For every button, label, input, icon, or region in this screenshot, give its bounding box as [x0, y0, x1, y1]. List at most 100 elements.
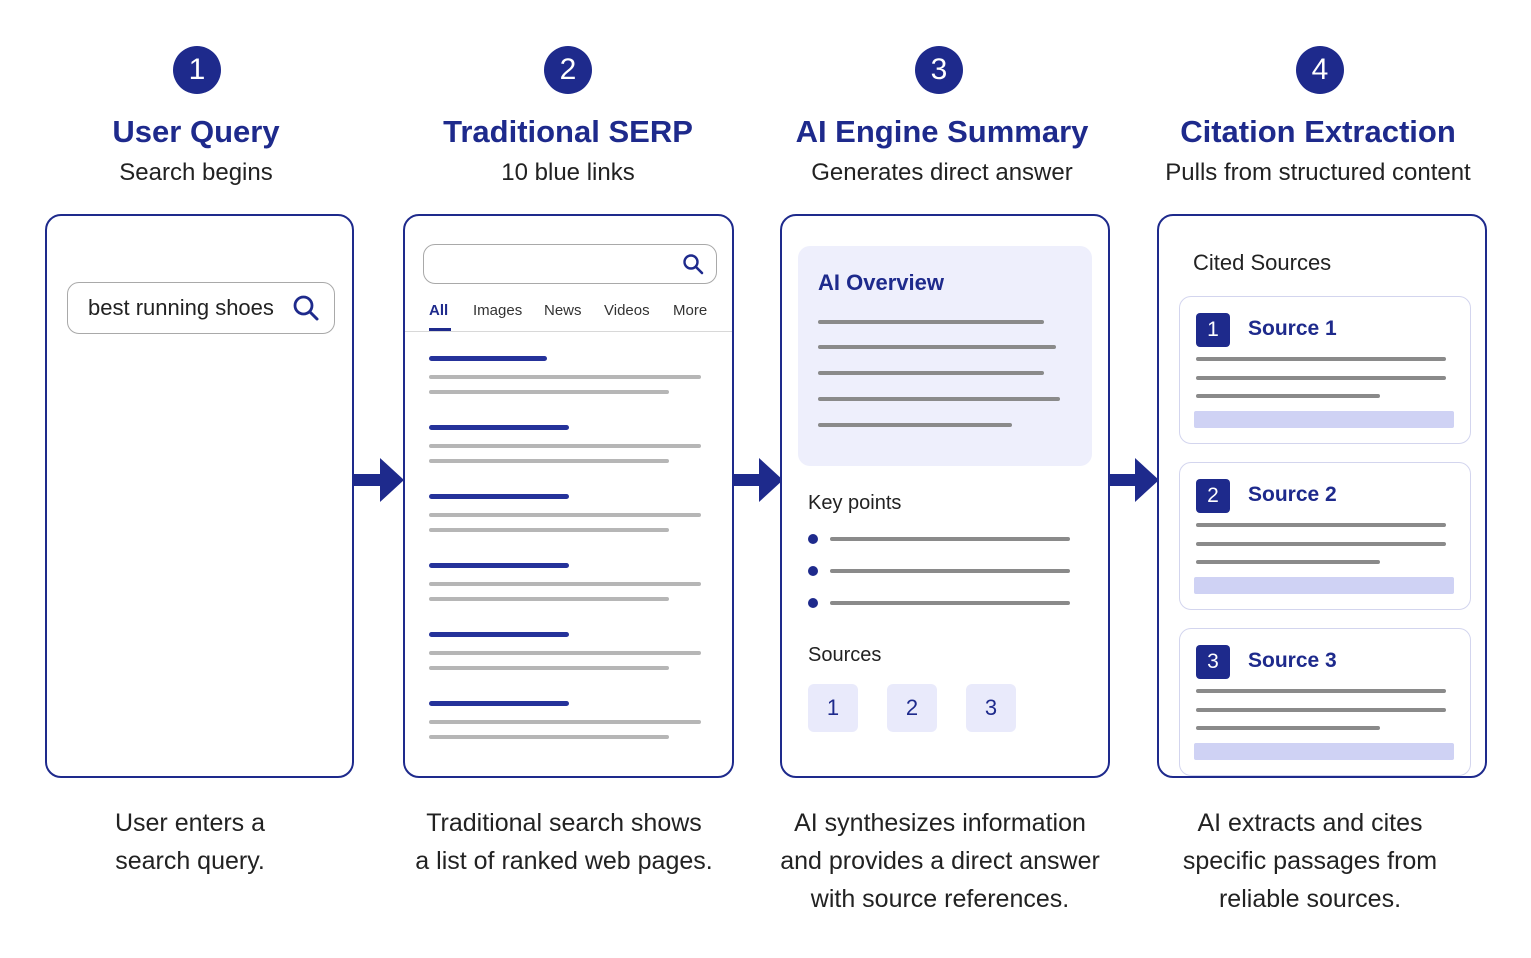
serp-panel: All Images News Videos More — [403, 214, 734, 778]
result-snippet-bar — [429, 459, 669, 463]
overview-text-line — [818, 320, 1044, 324]
cited-passage-highlight — [1194, 577, 1454, 594]
source-number-badge: 3 — [1196, 645, 1230, 679]
arrow-right-icon — [354, 458, 404, 502]
result-title-bar — [429, 425, 569, 430]
query-panel: best running shoes — [45, 214, 354, 778]
serp-tabs: All Images News Videos More — [405, 302, 732, 332]
step-description-1: User enters a search query. — [0, 804, 380, 880]
source-number-badge: 2 — [1196, 479, 1230, 513]
step-description-3: AI synthesizes information and provides … — [750, 804, 1130, 918]
source-text-line — [1196, 726, 1380, 730]
tab-more[interactable]: More — [673, 302, 708, 319]
key-point-line — [830, 537, 1070, 541]
step-subtitle-1: Search begins — [119, 159, 273, 186]
source-text-line — [1196, 560, 1380, 564]
source-chip-2[interactable]: 2 — [887, 684, 937, 732]
description-line: search query. — [115, 847, 265, 875]
description-line: AI synthesizes information — [794, 809, 1086, 837]
source-card-3[interactable]: 3 Source 3 — [1179, 628, 1471, 776]
result-snippet-bar — [429, 597, 669, 601]
source-name[interactable]: Source 2 — [1248, 483, 1337, 506]
step-title-1: User Query — [112, 114, 280, 149]
key-points-title: Key points — [808, 492, 902, 514]
step-title-3: AI Engine Summary — [795, 114, 1089, 149]
result-snippet-bar — [429, 528, 669, 532]
step-number-1: 1 — [173, 46, 221, 94]
source-name[interactable]: Source 3 — [1248, 649, 1337, 672]
step-title-2: Traditional SERP — [443, 114, 693, 149]
sources-title: Sources — [808, 644, 882, 666]
result-snippet-bar — [429, 651, 701, 655]
step-number-2: 2 — [544, 46, 592, 94]
search-icon[interactable] — [292, 294, 320, 322]
arrow-right-icon — [733, 458, 783, 502]
source-chip-3[interactable]: 3 — [966, 684, 1016, 732]
source-chip-1[interactable]: 1 — [808, 684, 858, 732]
description-line: a list of ranked web pages. — [415, 847, 713, 875]
ai-overview-box: AI Overview — [798, 246, 1092, 466]
search-icon[interactable] — [682, 253, 704, 275]
overview-text-line — [818, 397, 1060, 401]
search-query-text: best running shoes — [88, 295, 274, 320]
result-title-bar — [429, 632, 569, 637]
result-snippet-bar — [429, 513, 701, 517]
step-subtitle-2: 10 blue links — [501, 159, 635, 186]
result-snippet-bar — [429, 720, 701, 724]
step-description-4: AI extracts and cites specific passages … — [1120, 804, 1500, 918]
result-snippet-bar — [429, 444, 701, 448]
cited-sources-title: Cited Sources — [1193, 250, 1332, 275]
description-line: specific passages from — [1182, 847, 1438, 875]
step-description-2: Traditional search shows a list of ranke… — [374, 804, 754, 880]
source-text-line — [1196, 394, 1380, 398]
ai-summary-panel: AI Overview Key points Sources 1 2 3 — [780, 214, 1110, 778]
source-card-1[interactable]: 1 Source 1 — [1179, 296, 1471, 444]
result-snippet-bar — [429, 666, 669, 670]
step-number-4: 4 — [1296, 46, 1344, 94]
source-text-line — [1196, 708, 1446, 712]
key-point-line — [830, 569, 1070, 573]
description-line: reliable sources. — [1218, 885, 1402, 913]
result-snippet-bar — [429, 735, 669, 739]
source-card-2[interactable]: 2 Source 2 — [1179, 462, 1471, 610]
tab-news[interactable]: News — [544, 302, 582, 319]
bullet-icon — [808, 598, 818, 608]
result-title-bar — [429, 356, 547, 361]
serp-search-input[interactable] — [423, 244, 717, 284]
result-snippet-bar — [429, 390, 669, 394]
source-text-line — [1196, 523, 1446, 527]
description-line: Traditional search shows — [426, 809, 702, 837]
step-subtitle-3: Generates direct answer — [811, 159, 1073, 186]
source-name[interactable]: Source 1 — [1248, 317, 1337, 340]
tab-all[interactable]: All — [429, 302, 449, 319]
overview-text-line — [818, 371, 1044, 375]
description-line: and provides a direct answer — [780, 847, 1100, 875]
source-number-badge: 1 — [1196, 313, 1230, 347]
bullet-icon — [808, 566, 818, 576]
arrow-right-icon — [1109, 458, 1159, 502]
description-line: with source references. — [810, 885, 1070, 913]
tab-images[interactable]: Images — [473, 302, 523, 319]
cited-passage-highlight — [1194, 411, 1454, 428]
source-text-line — [1196, 376, 1446, 380]
key-point-line — [830, 601, 1070, 605]
bullet-icon — [808, 534, 818, 544]
description-line: User enters a — [114, 809, 266, 837]
overview-text-line — [818, 423, 1012, 427]
step-title-4: Citation Extraction — [1180, 114, 1456, 149]
result-title-bar — [429, 563, 569, 568]
source-text-line — [1196, 689, 1446, 693]
step-subtitle-4: Pulls from structured content — [1165, 159, 1471, 186]
source-text-line — [1196, 542, 1446, 546]
search-input[interactable]: best running shoes — [67, 282, 335, 334]
cited-passage-highlight — [1194, 743, 1454, 760]
citation-panel: Cited Sources 1 Source 1 2 Source 2 3 So… — [1157, 214, 1487, 778]
result-snippet-bar — [429, 375, 701, 379]
description-line: AI extracts and cites — [1197, 809, 1423, 837]
result-snippet-bar — [429, 582, 701, 586]
result-title-bar — [429, 494, 569, 499]
result-title-bar — [429, 701, 569, 706]
tab-videos[interactable]: Videos — [604, 302, 650, 319]
source-text-line — [1196, 357, 1446, 361]
step-number-3: 3 — [915, 46, 963, 94]
